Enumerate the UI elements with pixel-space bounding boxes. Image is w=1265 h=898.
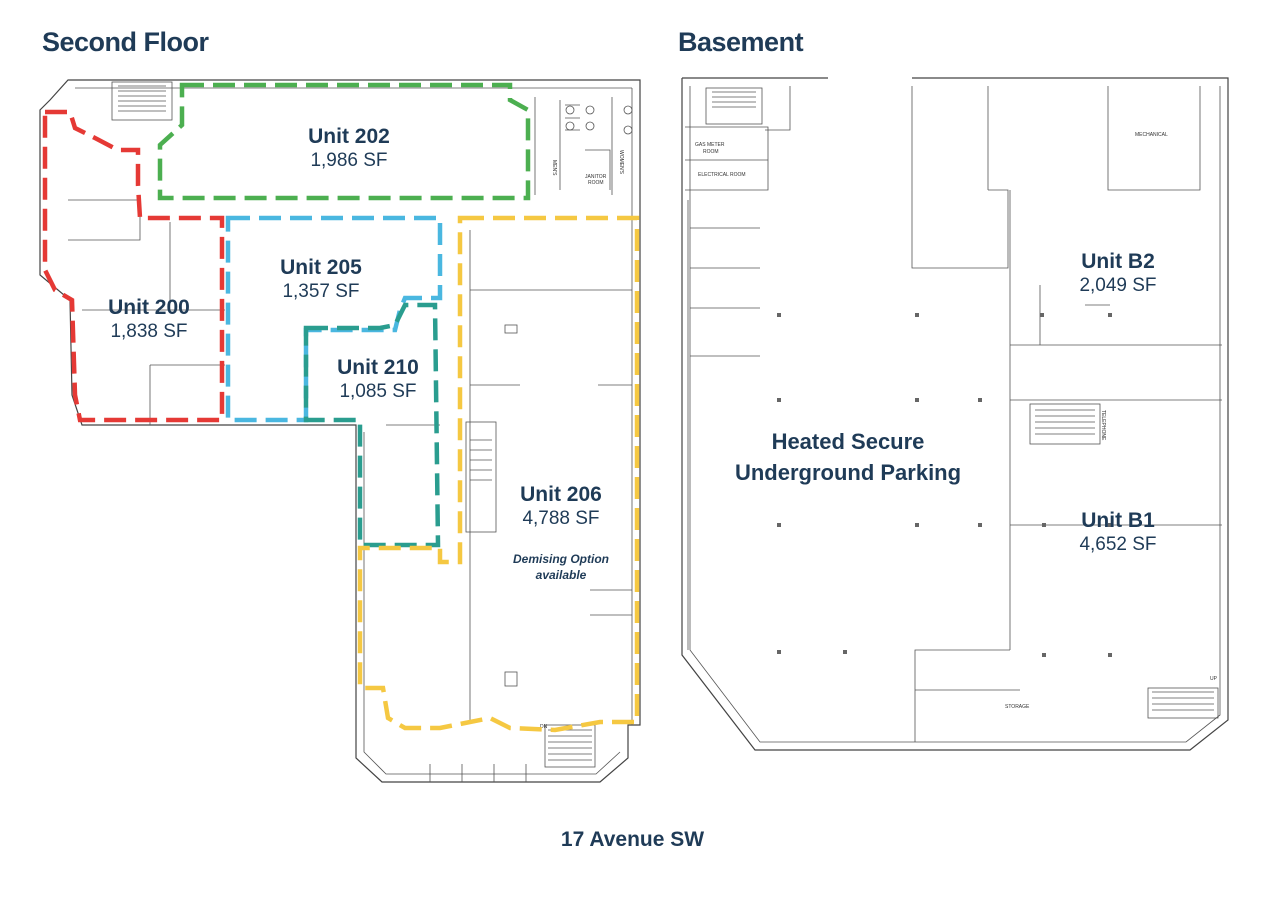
unit-200-area: 1,838 SF	[110, 321, 187, 342]
basement-heading: Basement	[678, 27, 804, 57]
electrical-label: ELECTRICAL ROOM	[698, 172, 746, 178]
up-label: UP	[1210, 676, 1218, 682]
unit-202-outline	[157, 82, 531, 201]
womens-label: WOMEN'S	[618, 150, 624, 175]
gas-meter-label-1: GAS METER	[695, 142, 725, 148]
unit-205-name: Unit 205	[280, 256, 362, 279]
second-floor-plan: MEN'S WOMEN'S JANITOR ROOM DN	[39, 79, 641, 783]
unit-206-area: 4,788 SF	[522, 508, 599, 529]
telephone-label: TELEPHONE	[1100, 410, 1106, 441]
parking-label-line-1: Heated Secure	[772, 429, 925, 454]
gas-meter-label-2: ROOM	[703, 149, 719, 155]
unit-outlines	[42, 82, 640, 733]
basement-labels: Unit B2 2,049 SF Unit B1 4,652 SF Heated…	[735, 250, 1157, 555]
mechanical-label: MECHANICAL	[1135, 132, 1168, 138]
second-floor-heading: Second Floor	[42, 27, 209, 57]
unit-202-area: 1,986 SF	[310, 150, 387, 171]
unit-b2-name: Unit B2	[1081, 250, 1155, 273]
unit-200-name: Unit 200	[108, 296, 190, 319]
unit-b1-area: 4,652 SF	[1079, 534, 1156, 555]
unit-205-area: 1,357 SF	[282, 281, 359, 302]
street-label: 17 Avenue SW	[560, 828, 705, 851]
demising-note-line-1: Demising Option	[513, 552, 609, 566]
storage-label: STORAGE	[1005, 704, 1030, 710]
mens-label: MEN'S	[551, 160, 557, 176]
janitor-label-1: JANITOR	[585, 174, 607, 180]
unit-210-outline	[303, 302, 441, 548]
janitor-label-2: ROOM	[588, 180, 604, 186]
unit-210-area: 1,085 SF	[339, 381, 416, 402]
unit-b1-name: Unit B1	[1081, 509, 1155, 532]
unit-205-outline	[225, 215, 443, 423]
unit-b2-area: 2,049 SF	[1079, 275, 1156, 296]
dn-label-2f: DN	[540, 724, 548, 730]
basement-plan: GAS METER ROOM ELECTRICAL ROOM MECHANICA…	[681, 77, 1229, 751]
unit-206-outline	[357, 215, 640, 733]
second-floor-unit-labels: Unit 202 1,986 SF Unit 205 1,357 SF Unit…	[108, 125, 609, 582]
parking-label-line-2: Underground Parking	[735, 460, 961, 485]
unit-206-name: Unit 206	[520, 483, 602, 506]
unit-210-name: Unit 210	[337, 356, 419, 379]
unit-200-outline	[42, 109, 225, 423]
unit-202-name: Unit 202	[308, 125, 390, 148]
demising-note-line-2: available	[536, 568, 587, 582]
